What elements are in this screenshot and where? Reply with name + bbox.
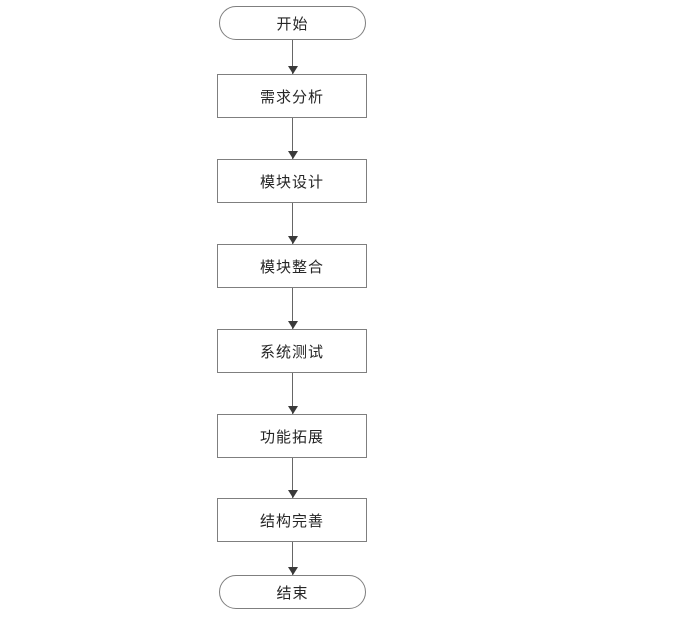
flow-node-label: 系统测试 [259,344,324,361]
down-arrow-icon [288,118,298,159]
flow-node-label: 模块整合 [259,259,324,276]
down-arrow-icon [288,203,298,244]
flow-node-function-expansion: 功能拓展 [217,414,367,458]
flow-node-system-testing: 系统测试 [217,329,367,373]
flow-node-label: 需求分析 [259,89,324,106]
down-arrow-icon [288,373,298,414]
flow-node-label: 结束 [276,585,309,602]
flow-node-start: 开始 [219,6,366,40]
flow-node-label: 开始 [276,16,309,33]
flow-node-label: 功能拓展 [259,429,324,446]
down-arrow-icon [288,40,298,74]
flow-node-label: 结构完善 [259,513,324,530]
down-arrow-icon [288,288,298,329]
down-arrow-icon [288,458,298,498]
flow-node-end: 结束 [219,575,366,609]
flow-node-module-design: 模块设计 [217,159,367,203]
flow-node-module-integration: 模块整合 [217,244,367,288]
down-arrow-icon [288,542,298,575]
flow-node-requirements-analysis: 需求分析 [217,74,367,118]
flow-node-structure-improvement: 结构完善 [217,498,367,542]
flow-node-label: 模块设计 [259,174,324,191]
